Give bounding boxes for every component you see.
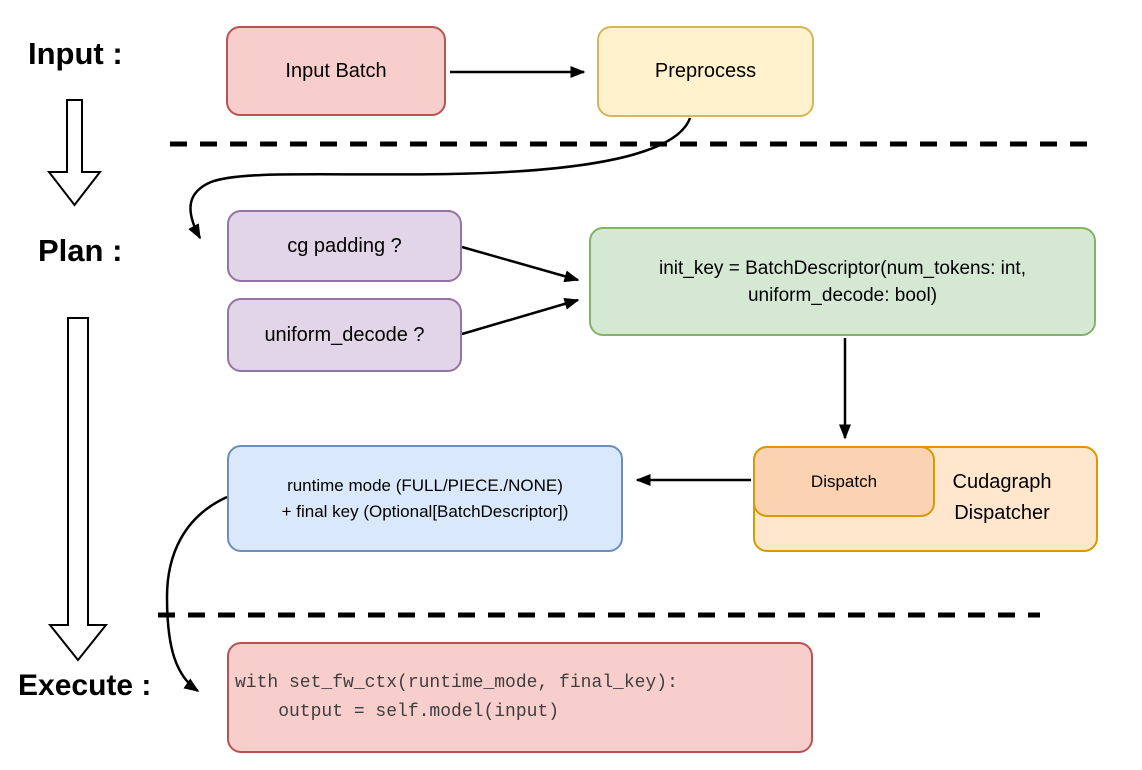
node-runtime-mode: runtime mode (FULL/PIECE./NONE) + final …: [227, 445, 623, 552]
node-dispatch: Dispatch: [753, 446, 935, 517]
node-cudagraph-dispatcher-line2: Dispatcher: [954, 502, 1050, 524]
node-init-key: init_key = BatchDescriptor(num_tokens: i…: [589, 227, 1096, 336]
arrow-cg-padding-to-init-key: [461, 245, 580, 283]
node-preprocess: Preprocess: [597, 26, 814, 117]
arrow-uniform-decode-to-init-key: [461, 298, 580, 336]
node-init-key-line1: init_key = BatchDescriptor(num_tokens: i…: [659, 257, 1026, 279]
node-input-batch: Input Batch: [226, 26, 446, 116]
node-init-key-line2: uniform_decode: bool): [747, 284, 938, 306]
node-uniform-decode: uniform_decode ?: [227, 298, 462, 372]
node-input-batch-label: Input Batch: [285, 59, 387, 82]
arrow-preprocess-to-cg-padding: [188, 117, 692, 240]
arrow-runtime-mode-to-execute-code: [165, 495, 228, 693]
node-cudagraph-dispatcher-label: Cudagraph Dispatcher: [922, 467, 1082, 529]
node-cg-padding: cg padding ?: [227, 210, 462, 282]
node-uniform-decode-label: uniform_decode ?: [264, 323, 425, 346]
node-execute-code: with set_fw_ctx(runtime_mode, final_key)…: [227, 642, 813, 753]
node-cg-padding-label: cg padding ?: [287, 234, 402, 257]
block-arrow-input-down-icon: [46, 99, 103, 207]
execute-code-line2: output = self.model(input): [235, 701, 560, 722]
stage-label-plan: Plan :: [38, 233, 123, 268]
node-runtime-mode-line2: + final key (Optional[BatchDescriptor]): [281, 501, 569, 521]
node-cudagraph-dispatcher-line1: Cudagraph: [952, 471, 1052, 493]
node-runtime-mode-line1: runtime mode (FULL/PIECE./NONE): [287, 475, 563, 495]
stage-label-execute: Execute :: [18, 669, 152, 702]
execute-code-line1: with set_fw_ctx(runtime_mode, final_key)…: [235, 672, 678, 693]
block-arrow-plan-down-icon: [47, 317, 109, 662]
node-preprocess-label: Preprocess: [654, 60, 757, 82]
node-dispatch-label: Dispatch: [810, 471, 878, 491]
stage-label-input: Input :: [28, 36, 123, 71]
